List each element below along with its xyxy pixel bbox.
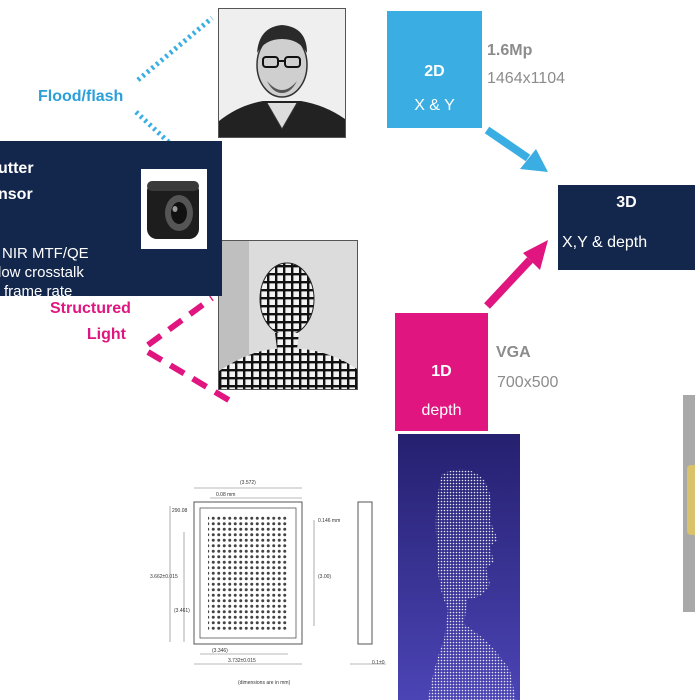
box-1d-subtitle: depth [421, 402, 462, 419]
arrowhead-1d-to-3d [523, 240, 548, 270]
dim-right-mid: (3.00) [318, 574, 332, 580]
sensor-spec-line1: NIR MTF/QE [2, 245, 89, 262]
sensor-spec-line3: frame rate [4, 283, 73, 300]
box-1d-title: 1D [431, 363, 452, 380]
dim-top: (3.572) [240, 480, 256, 486]
flood-flash-label: Flood/flash [38, 88, 124, 105]
arrowhead-2d-to-3d [520, 149, 548, 172]
point-cloud-illustration [398, 434, 520, 700]
structured-light-label-line2: Light [86, 326, 126, 343]
sensor-box: utter nsor NIR MTF/QE low crosstalk fram… [0, 141, 222, 300]
dim-bottom2: 3.732±0.015 [228, 658, 256, 664]
dim-left-mid: 3.662±0.015 [150, 574, 178, 580]
portrait-photo [218, 8, 346, 138]
structured-light-illustration [219, 241, 357, 389]
box-1d-resolution-value: 700x500 [497, 374, 559, 391]
box-2d-title: 2D [424, 63, 445, 80]
box-1d-resolution-title: VGA [496, 344, 531, 361]
box-2d-resolution-title: 1.6Mp [487, 42, 533, 59]
box-3d-title: 3D [616, 194, 637, 211]
dim-bottom1: (3.346) [212, 648, 228, 654]
box-2d: 2D X & Y [387, 11, 482, 128]
dim-top2: 0.08 mm [216, 492, 236, 498]
edge-partial-accent [687, 465, 695, 535]
camera-module-image [141, 169, 207, 249]
drawing-illustration [169, 487, 386, 665]
portrait-illustration [219, 9, 345, 137]
flood-dotted-line-upper [136, 16, 214, 82]
arrow-2d-to-3d [484, 126, 531, 162]
point-cloud-image [398, 434, 520, 700]
dot-projector-drawing: (3.572) 0.08 mm 290.08 0.146 mm 3.662±0.… [150, 466, 390, 692]
arrow-1d-to-3d [484, 257, 533, 309]
box-3d-subtitle: X,Y & depth [562, 234, 648, 251]
dim-left-top: 290.08 [172, 508, 188, 514]
box-2d-subtitle: X & Y [414, 97, 455, 114]
sensor-title-line1: utter [0, 160, 34, 177]
box-2d-resolution-value: 1464x1104 [487, 70, 565, 87]
structured-light-photo [218, 240, 358, 390]
sensor-title-line2: nsor [0, 186, 33, 203]
sensor-spec-line2: low crosstalk [0, 264, 84, 281]
dim-right-top: 0.146 mm [318, 518, 341, 524]
dim-note: (dimensions are in mm) [238, 680, 291, 686]
structured-dashed-line-upper [146, 295, 214, 348]
dim-side: 0.1±0 [372, 660, 385, 666]
box-1d: 1D depth [395, 313, 488, 431]
edge-partial-image [683, 395, 695, 612]
dim-left-mid2: (3.461) [174, 608, 190, 614]
structured-light-label-line1: Structured [50, 300, 131, 317]
camera-lens-icon [147, 181, 199, 239]
structured-dashed-line-lower [146, 349, 234, 405]
box-3d: 3D X,Y & depth [558, 185, 695, 270]
